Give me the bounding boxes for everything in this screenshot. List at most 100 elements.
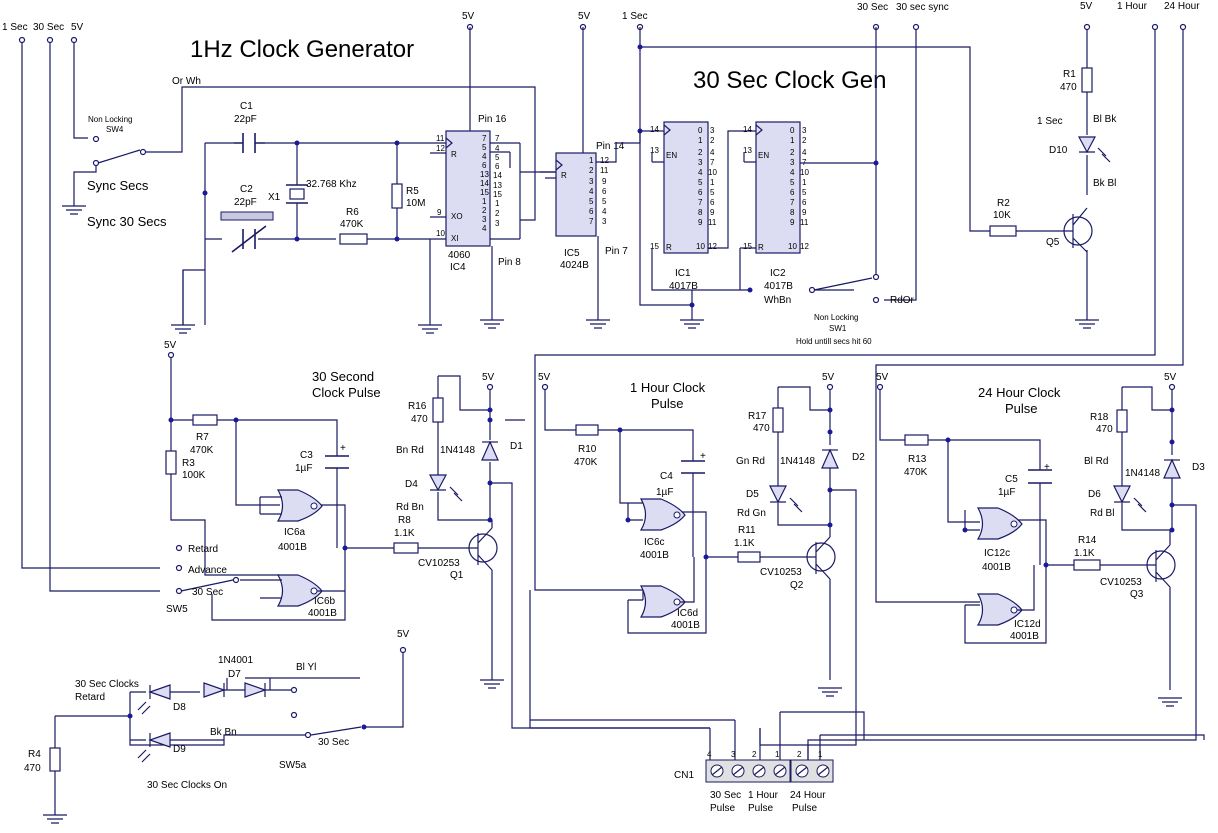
osc-wires bbox=[182, 142, 431, 325]
label-ic12d-type: 4001B bbox=[1010, 631, 1039, 642]
label-whbn: WhBn bbox=[764, 295, 791, 306]
svg-text:6: 6 bbox=[589, 207, 594, 216]
svg-text:5: 5 bbox=[495, 153, 500, 162]
svg-text:14: 14 bbox=[493, 171, 502, 180]
svg-text:3: 3 bbox=[698, 158, 703, 167]
label-r13-value: 470K bbox=[904, 467, 928, 478]
label-q2: Q2 bbox=[790, 580, 804, 591]
ground-1 bbox=[171, 324, 195, 334]
svg-text:R: R bbox=[451, 150, 457, 159]
svg-text:1: 1 bbox=[802, 178, 807, 187]
ic5-4024b bbox=[555, 152, 597, 237]
svg-text:9: 9 bbox=[802, 208, 807, 217]
svg-text:7: 7 bbox=[698, 198, 703, 207]
label-q1: Q1 bbox=[450, 570, 464, 581]
label-in-5v: 5V bbox=[71, 22, 84, 33]
label-d6: D6 bbox=[1088, 489, 1101, 500]
svg-text:3: 3 bbox=[495, 219, 500, 228]
resistor-r6 bbox=[339, 233, 368, 245]
label-ic4: IC4 bbox=[450, 262, 466, 273]
label-r18-value: 470 bbox=[1096, 424, 1113, 435]
svg-text:3: 3 bbox=[589, 177, 594, 186]
label-r17: R17 bbox=[748, 411, 767, 422]
label-rdbn: Rd Bn bbox=[396, 502, 424, 513]
resistor-r14 bbox=[1073, 559, 1101, 571]
label-ic12c-type: 4001B bbox=[982, 562, 1011, 573]
svg-text:1: 1 bbox=[698, 136, 703, 145]
label-5v-e: 5V bbox=[482, 372, 495, 383]
led-d10 bbox=[1078, 136, 1096, 154]
led-d6 bbox=[1113, 485, 1131, 504]
svg-text:3: 3 bbox=[802, 126, 807, 135]
label-out-30sync: 30 sec sync bbox=[896, 2, 949, 13]
label-ic6a: IC6a bbox=[284, 527, 306, 538]
svg-text:5: 5 bbox=[602, 197, 607, 206]
svg-text:5: 5 bbox=[482, 143, 487, 152]
label-ic6b: IC6b bbox=[314, 596, 336, 607]
label-r3: R3 bbox=[182, 458, 195, 469]
title-30sec-clock-gen: 30 Sec Clock Gen bbox=[693, 67, 886, 94]
label-in-1sec: 1 Sec bbox=[2, 22, 28, 33]
label-sw1-1: Non Locking bbox=[814, 313, 858, 322]
label-c2-value: 22pF bbox=[234, 197, 257, 208]
svg-text:2: 2 bbox=[790, 148, 795, 157]
label-sw5a: SW5a bbox=[279, 760, 307, 771]
label-r10: R10 bbox=[578, 444, 597, 455]
resistor-r17 bbox=[772, 407, 784, 433]
svg-text:3: 3 bbox=[731, 750, 736, 759]
svg-text:EN: EN bbox=[758, 151, 769, 160]
ground-4 bbox=[586, 319, 610, 329]
svg-text:2: 2 bbox=[802, 136, 807, 145]
label-ic4-type: 4060 bbox=[448, 250, 471, 261]
svg-text:R: R bbox=[561, 171, 567, 180]
label-5v-j: 5V bbox=[397, 629, 410, 640]
label-r5-value: 10M bbox=[406, 198, 425, 209]
svg-text:R: R bbox=[758, 243, 764, 252]
led-d9 bbox=[148, 732, 171, 748]
svg-text:14: 14 bbox=[650, 125, 659, 134]
label-bkbn: Bk Bn bbox=[210, 727, 237, 738]
label-cn-1hour-2: Pulse bbox=[748, 803, 773, 814]
svg-text:11: 11 bbox=[708, 218, 717, 227]
label-5v-f: 5V bbox=[538, 372, 551, 383]
label-bkbl: Bk Bl bbox=[1093, 178, 1116, 189]
resistor-r11 bbox=[737, 551, 761, 563]
label-r6: R6 bbox=[346, 207, 359, 218]
label-cn-30sec-1: 30 Sec bbox=[710, 790, 741, 801]
resistor-r5 bbox=[391, 183, 403, 209]
led-d4 bbox=[429, 474, 447, 492]
label-r4: R4 bbox=[28, 749, 41, 760]
diode-d7 bbox=[203, 682, 226, 698]
label-ic5: IC5 bbox=[564, 248, 580, 259]
label-c5-value: 1µF bbox=[998, 487, 1015, 498]
transistor-q3 bbox=[1100, 530, 1171, 690]
svg-text:7: 7 bbox=[710, 158, 715, 167]
svg-text:+: + bbox=[340, 443, 346, 454]
label-r1: R1 bbox=[1063, 69, 1076, 80]
ground-8 bbox=[818, 687, 842, 697]
label-ic6b-type: 4001B bbox=[308, 608, 337, 619]
ic2-4017b bbox=[755, 121, 801, 254]
label-r3-value: 100K bbox=[182, 470, 206, 481]
svg-text:3: 3 bbox=[710, 126, 715, 135]
gate-ic6d bbox=[639, 585, 686, 618]
label-r8-value: 1.1K bbox=[394, 528, 415, 539]
label-d8: D8 bbox=[173, 702, 186, 713]
capacitor-c5 bbox=[1028, 469, 1052, 484]
svg-text:12: 12 bbox=[708, 242, 717, 251]
svg-text:15: 15 bbox=[650, 242, 659, 251]
svg-text:2: 2 bbox=[797, 750, 802, 759]
svg-text:6: 6 bbox=[602, 187, 607, 196]
led-d8 bbox=[148, 684, 171, 700]
label-5v-g: 5V bbox=[822, 372, 835, 383]
svg-text:14: 14 bbox=[480, 179, 489, 188]
label-pin14: Pin 14 bbox=[596, 141, 625, 152]
ground-3 bbox=[480, 319, 504, 329]
label-c3-value: 1µF bbox=[295, 463, 312, 474]
svg-text:9: 9 bbox=[698, 218, 703, 227]
label-1n4148-a: 1N4148 bbox=[440, 445, 475, 456]
ground-7 bbox=[480, 679, 504, 689]
label-d5: D5 bbox=[746, 489, 759, 500]
cn1-pin-numbers: 4 3 2 1 2 1 bbox=[707, 750, 823, 759]
